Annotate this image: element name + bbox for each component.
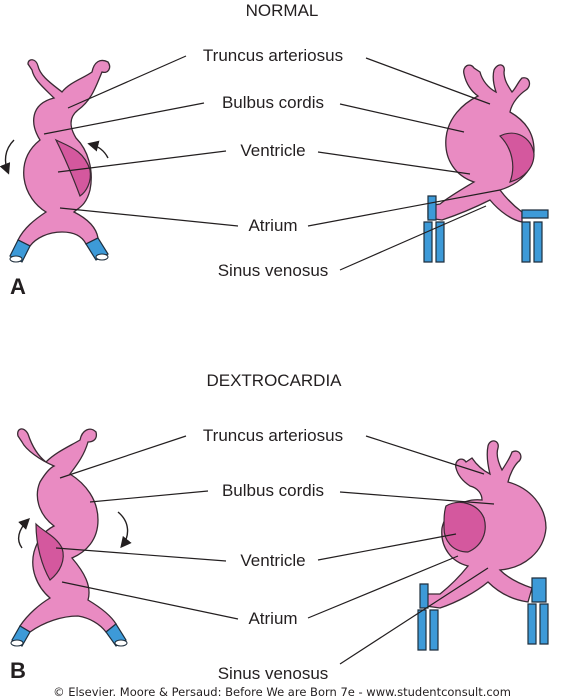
curved-arrow-left-a (0, 139, 15, 175)
label-truncus-a: Truncus arteriosus (203, 46, 343, 65)
label-bulbus-a: Bulbus cordis (222, 93, 324, 112)
heart-looped-b-right (417, 440, 549, 651)
label-truncus-b: Truncus arteriosus (203, 426, 343, 445)
label-atrium-a: Atrium (248, 216, 297, 235)
leader-lines-b (55, 435, 495, 665)
dextro-title: DEXTROCARDIA (206, 371, 342, 390)
label-ventricle-b: Ventricle (240, 551, 305, 570)
vein-b-right-4 (531, 577, 547, 603)
vein-a-right-4 (521, 209, 549, 219)
panel-label-b: B (10, 658, 26, 683)
panel-label-a: A (10, 274, 26, 299)
vein-a-right-3 (435, 221, 445, 263)
vein-b-right-1 (419, 583, 429, 609)
heart-tube-b-left (10, 428, 128, 647)
heart-looped-a-right (423, 64, 549, 263)
label-atrium-b: Atrium (248, 609, 297, 628)
vein-b-right-6 (539, 603, 549, 645)
label-sinus-b: Sinus venosus (218, 664, 329, 683)
curved-arrow-left-b (17, 518, 30, 549)
label-sinus-a: Sinus venosus (218, 261, 329, 280)
label-bulbus-b: Bulbus cordis (222, 481, 324, 500)
curved-arrow-right-a (87, 140, 109, 159)
leader-lines-a (43, 55, 501, 271)
normal-title: NORMAL (246, 1, 319, 20)
vein-a-right-5 (521, 221, 531, 263)
vein-b-right-2 (417, 609, 427, 651)
vein-a-right-1 (427, 195, 437, 221)
curved-arrow-right-b (117, 511, 132, 549)
vein-a-right-6 (533, 221, 543, 263)
copyright-credit: © Elsevier. Moore & Persaud: Before We a… (53, 685, 511, 699)
label-ventricle-a: Ventricle (240, 141, 305, 160)
vein-b-right-3 (429, 609, 439, 651)
vein-a-right-2 (423, 221, 433, 263)
heart-tube-a-left (9, 59, 111, 263)
vein-b-right-5 (527, 603, 537, 645)
